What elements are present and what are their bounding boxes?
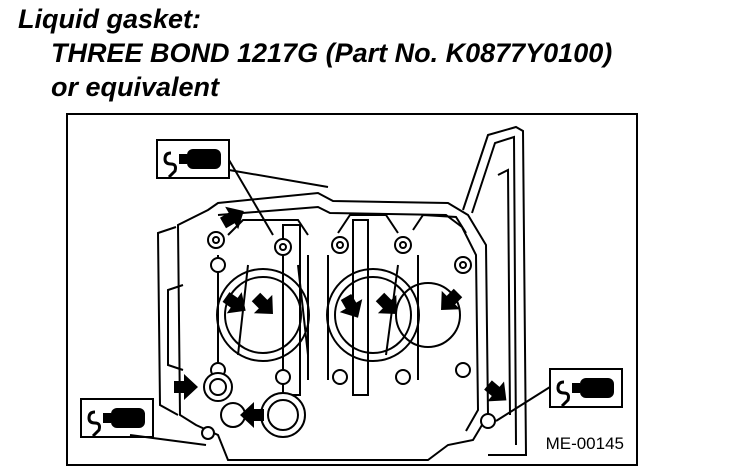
crankcase-drawing: [79, 125, 624, 461]
caption-equivalent: or equivalent: [51, 72, 220, 102]
cylinder-block: [156, 191, 490, 461]
caption-title: Liquid gasket:: [18, 4, 202, 34]
transmission-housing: [462, 125, 528, 456]
caption-product: THREE BOND 1217G (Part No. K0877Y0100): [51, 38, 613, 68]
liquid-gasket-tube-icon: [79, 397, 155, 439]
liquid-gasket-tube-icon: [548, 367, 624, 409]
bolt-heads: [201, 231, 496, 440]
callout-leader-lines: [129, 159, 551, 446]
engine-block-illustration: ME-00145: [66, 113, 638, 466]
instruction-caption: Liquid gasket: THREE BOND 1217G (Part No…: [18, 2, 612, 104]
figure-id-label: ME-00145: [543, 434, 626, 454]
liquid-gasket-tube-icon: [155, 138, 231, 180]
